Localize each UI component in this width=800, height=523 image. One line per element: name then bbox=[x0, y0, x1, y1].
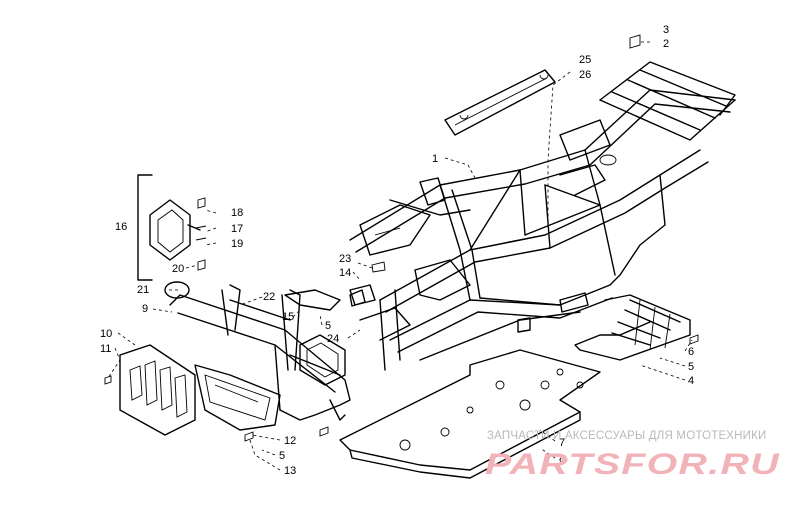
callout-1: 1 bbox=[432, 153, 438, 165]
callout-13: 13 bbox=[284, 465, 296, 477]
callout-21: 21 bbox=[137, 284, 149, 296]
callout-25: 25 bbox=[579, 54, 591, 66]
heat-shield bbox=[444, 69, 556, 136]
small-brackets bbox=[104, 34, 699, 442]
callout-24: 24 bbox=[327, 333, 339, 345]
front-bumper bbox=[164, 281, 351, 421]
callout-16: 16 bbox=[115, 221, 127, 233]
callout-17: 17 bbox=[231, 223, 243, 235]
callout-20: 20 bbox=[172, 263, 184, 275]
callout-3: 3 bbox=[663, 24, 669, 36]
callout-9: 9 bbox=[142, 303, 148, 315]
headlight-left bbox=[149, 199, 201, 261]
callout-15: 15 bbox=[282, 311, 294, 323]
callout-11: 11 bbox=[100, 343, 111, 355]
watermark-brand: PARTSFOR.RU bbox=[485, 448, 780, 481]
callout-6: 6 bbox=[688, 346, 694, 358]
callout-14: 14 bbox=[339, 267, 351, 279]
callout-labels: 1 3 2 25 26 16 18 17 19 20 21 9 22 15 23… bbox=[100, 24, 694, 477]
callout-18: 18 bbox=[231, 207, 243, 219]
callout-22: 22 bbox=[263, 291, 275, 303]
watermark: ЗАПЧАСТИ И АКСЕССУАРЫ ДЛЯ МОТОТЕХНИКИ PA… bbox=[485, 430, 780, 481]
callout-23: 23 bbox=[339, 253, 351, 265]
watermark-tagline: ЗАПЧАСТИ И АКСЕССУАРЫ ДЛЯ МОТОТЕХНИКИ bbox=[487, 430, 767, 442]
callout-12: 12 bbox=[284, 435, 296, 447]
headlight-right bbox=[299, 334, 346, 386]
leader-lines bbox=[107, 41, 693, 471]
callout-10: 10 bbox=[100, 328, 112, 340]
callout-8: 8 bbox=[559, 453, 565, 465]
callout-7: 7 bbox=[559, 437, 565, 449]
front-grille bbox=[119, 344, 196, 436]
callout-26: 26 bbox=[579, 69, 591, 81]
callout-5c: 5 bbox=[688, 361, 694, 373]
front-guard bbox=[194, 364, 281, 431]
callout-5b: 5 bbox=[279, 450, 285, 462]
footrest bbox=[574, 294, 691, 361]
callout-4: 4 bbox=[688, 375, 694, 387]
skid-plate bbox=[339, 349, 601, 479]
group-bracket-16 bbox=[137, 174, 153, 281]
callout-19: 19 bbox=[231, 238, 243, 250]
callout-5a: 5 bbox=[325, 320, 331, 332]
callout-2: 2 bbox=[663, 38, 669, 50]
main-frame bbox=[349, 61, 736, 371]
